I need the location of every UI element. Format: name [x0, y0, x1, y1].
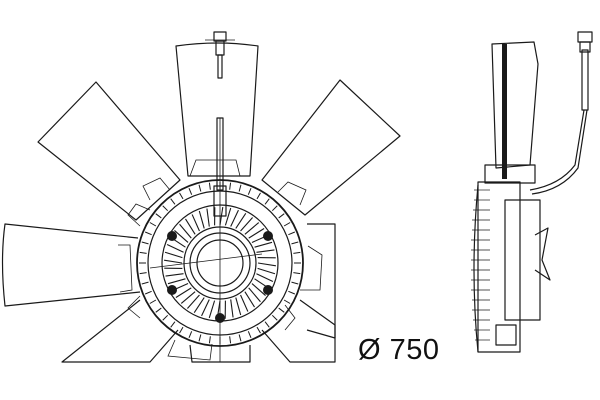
fan-blades — [1, 42, 401, 363]
fan-side-view — [471, 31, 593, 353]
blade-bottom — [189, 344, 251, 363]
blade-top — [175, 42, 259, 177]
blade-root-brackets — [118, 159, 323, 361]
blade-lower-right — [261, 299, 336, 363]
blade-lower-left — [61, 299, 179, 363]
blade-left — [1, 223, 141, 307]
clutch-hub — [136, 117, 304, 362]
diameter-dimension-label: Ø 750 — [358, 334, 440, 366]
sensor-connector-side — [577, 31, 593, 43]
clutch-bolts — [167, 231, 273, 323]
side-blade — [491, 41, 539, 169]
blade-upper-left — [37, 81, 181, 221]
side-fin-ring — [473, 184, 479, 353]
blade-upper-right — [261, 79, 401, 216]
side-mount-flange — [534, 227, 551, 281]
sensor-cable — [529, 109, 585, 191]
sensor-connector-front — [205, 31, 235, 79]
sensor-rod — [581, 49, 589, 111]
shroud-ticks — [139, 182, 301, 344]
blade-right — [306, 223, 336, 339]
